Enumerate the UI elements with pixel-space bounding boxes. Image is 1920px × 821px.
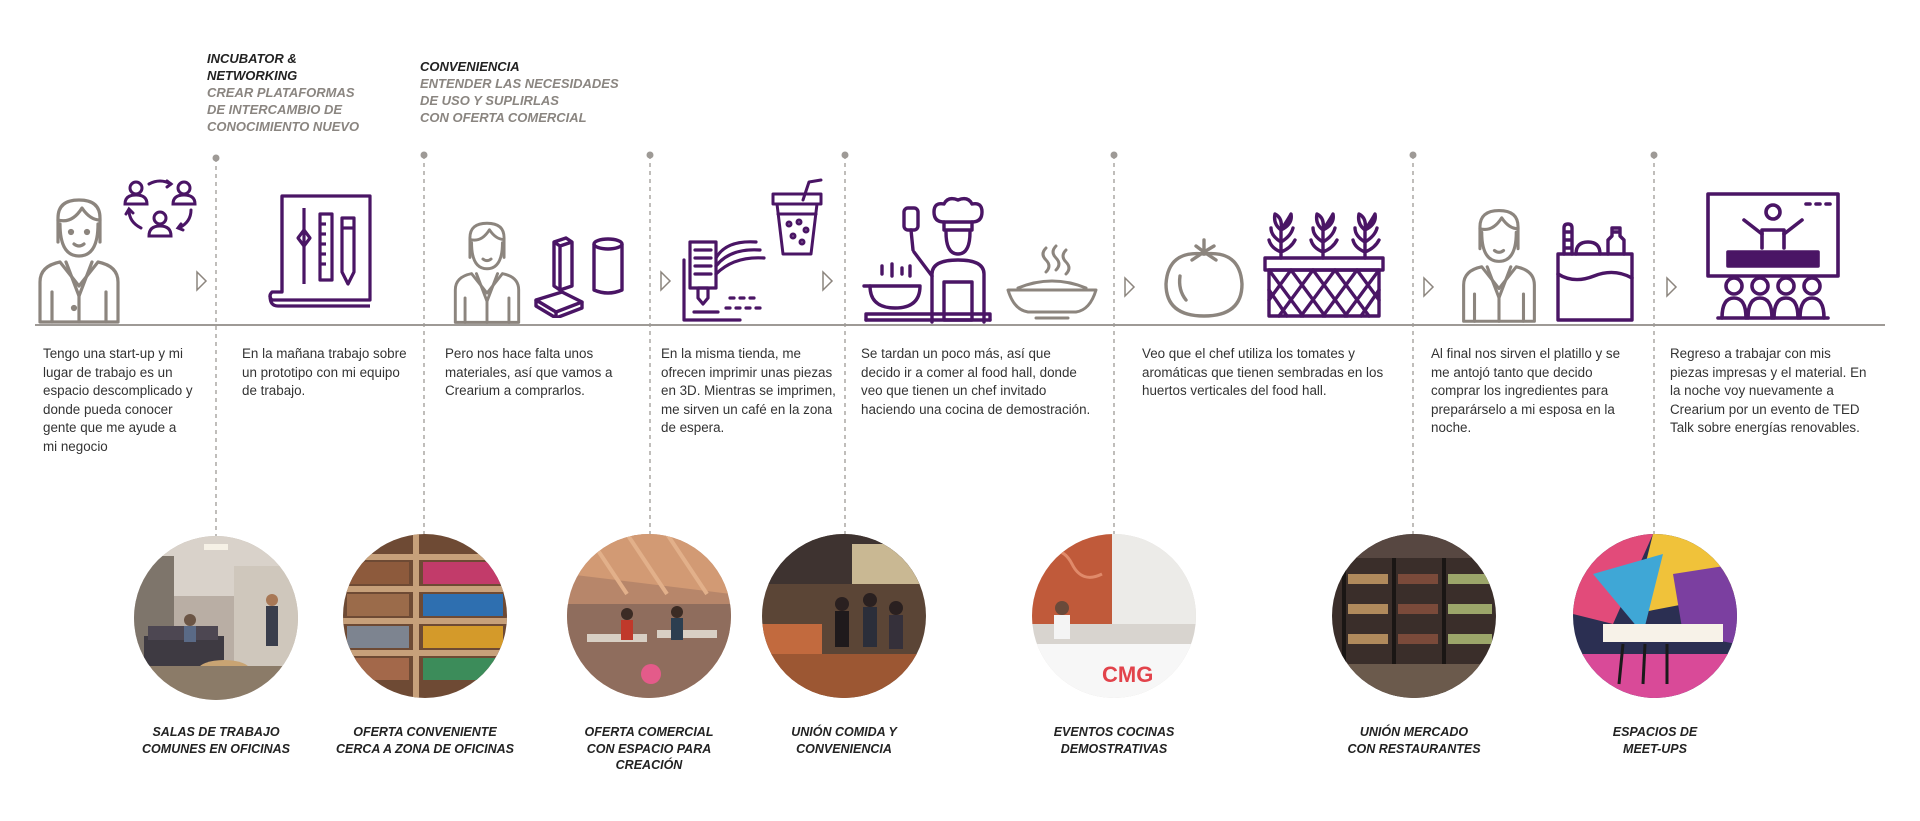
dish-icon — [1006, 244, 1098, 320]
timeline-dots — [212, 151, 1658, 162]
heading-title: INCUBATOR & NETWORKING — [207, 51, 298, 83]
caption-espacios-meetups: ESPACIOS DE MEET-UPS — [1612, 725, 1698, 756]
heading-conveniencia: CONVENIENCIA ENTENDER LAS NECESIDADES DE… — [420, 58, 619, 126]
caption-salas-trabajo: SALAS DE TRABAJO COMUNES EN OFICINAS — [142, 725, 290, 756]
coffee-cup-icon — [771, 178, 823, 256]
photo-stationery-shelves — [343, 534, 507, 698]
step-text-8: Regreso a trabajar con mis piezas impres… — [1670, 346, 1867, 435]
caption-oferta-conveniente: OFERTA CONVENIENTE CERCA A ZONA DE OFICI… — [335, 725, 514, 756]
photo-meetup-space — [1573, 534, 1737, 698]
blueprint-icon — [268, 194, 372, 308]
step-text-7: Al final nos sirven el platillo y se me … — [1431, 346, 1621, 435]
people-network-icon — [123, 179, 197, 238]
step-text-2: En la mañana trabajo sobre un prototipo … — [242, 346, 407, 398]
planter-icon — [1263, 212, 1385, 318]
caption-eventos-cocinas: EVENTOS COCINAS DEMOSTRATIVAS — [1053, 725, 1175, 756]
person-icon — [1462, 209, 1536, 323]
tomato-icon — [1164, 238, 1244, 318]
heading-subtitle: CREAR PLATAFORMAS DE INTERCAMBIO DE CONO… — [207, 85, 360, 134]
photo-food-convenience — [762, 534, 926, 698]
heading-subtitle: ENTENDER LAS NECESIDADES DE USO Y SUPLIR… — [420, 76, 619, 125]
photo-coworking-lounge — [134, 536, 298, 700]
heading-incubator: INCUBATOR & NETWORKING CREAR PLATAFORMAS… — [207, 50, 359, 135]
step-arrows — [196, 270, 1678, 298]
caption-union-mercado: UNIÓN MERCADO CON RESTAURANTES — [1347, 725, 1481, 756]
step-text-5: Se tardan un poco más, así que decido ir… — [861, 346, 1091, 417]
chef-icon — [862, 196, 992, 324]
photo-market-restaurants — [1332, 534, 1496, 698]
heading-title: CONVENIENCIA — [420, 59, 520, 74]
3d-printer-icon — [682, 240, 766, 322]
photo-maker-workshop — [567, 534, 731, 698]
materials-icon — [534, 236, 624, 318]
presentation-icon — [1706, 192, 1840, 320]
step-text-3: Pero nos hace falta unos materiales, así… — [445, 346, 613, 398]
timeline-connectors — [215, 155, 1655, 540]
photo-sign-text: CMG — [1102, 662, 1153, 687]
step-text-6: Veo que el chef utiliza los tomates y ar… — [1142, 346, 1384, 398]
step-text-4: En la misma tienda, me ofrecen imprimir … — [661, 346, 836, 435]
grocery-bag-icon — [1556, 222, 1634, 322]
person-icon — [453, 221, 521, 324]
caption-oferta-comercial: OFERTA COMERCIAL CON ESPACIO PARA CREACI… — [584, 725, 714, 772]
step-text-1: Tengo una start-up y mi lugar de trabajo… — [43, 346, 193, 454]
caption-union-comida: UNIÓN COMIDA Y CONVENIENCIA — [791, 725, 897, 756]
person-icon — [38, 198, 120, 324]
photo-cooking-demo: CMG — [1032, 534, 1196, 698]
